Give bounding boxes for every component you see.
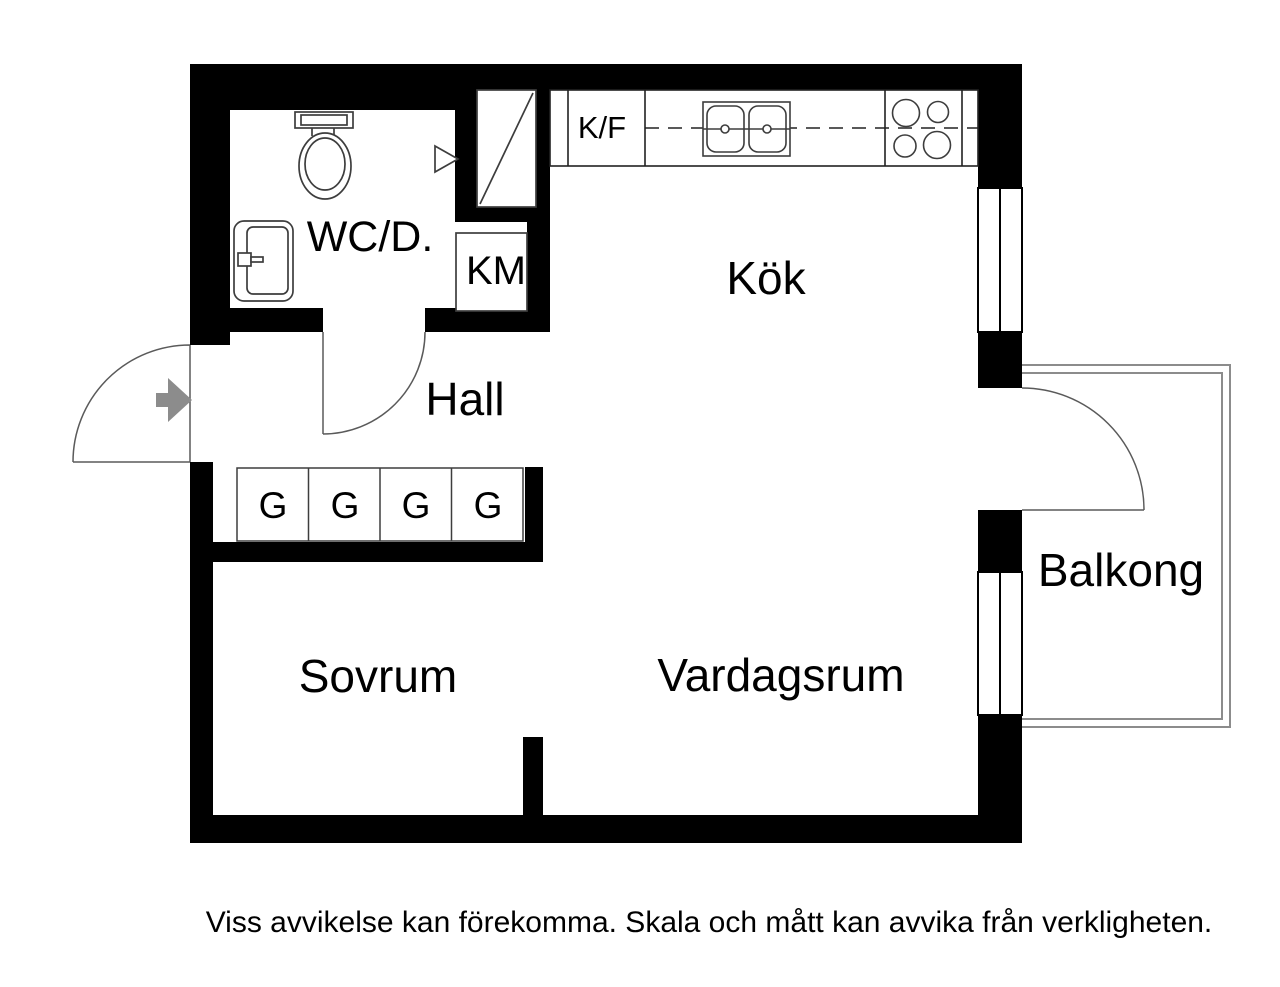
wardrobe-cabinets (236, 467, 524, 542)
kitchen-sink-icon (702, 101, 791, 157)
kitchen-counter (549, 89, 979, 167)
toilet-tank-inner (300, 114, 348, 126)
room-label-bathroom: WC/D. (307, 213, 434, 261)
room-label-bedroom: Sovrum (299, 650, 457, 702)
room-label-fridge-freezer: K/F (578, 110, 626, 145)
burner (891, 98, 921, 128)
balcony-door-arc (1021, 387, 1145, 511)
faucet (237, 252, 252, 267)
room-label-balcony: Balkong (1038, 544, 1204, 596)
windows (977, 187, 1023, 716)
doors (72, 331, 1145, 511)
sink-drain-left (720, 124, 730, 134)
burner (893, 134, 917, 158)
wardrobe-label: G (259, 485, 288, 526)
faucet-spout (250, 256, 264, 263)
burner (922, 130, 952, 160)
entry-door-arc (72, 344, 191, 463)
burner (926, 100, 950, 124)
balcony-outline (1022, 364, 1231, 728)
wardrobe-label: G (402, 485, 431, 526)
room-label-living-room: Vardagsrum (657, 649, 904, 701)
entry-arrow-icon (156, 378, 192, 422)
room-label-hall: Hall (425, 373, 504, 425)
shower-head-icon (434, 144, 460, 174)
room-label-kitchen: Kök (726, 252, 806, 304)
wc-door-arc (322, 331, 426, 435)
sink-drain-right (762, 124, 772, 134)
toilet-icon (294, 111, 354, 200)
bathroom-sink-icon (233, 220, 294, 302)
room-label-washing-machine: KM (466, 249, 526, 293)
wardrobe-label: G (474, 485, 503, 526)
wardrobe-label: G (331, 485, 360, 526)
washing-machine-box (455, 232, 528, 312)
toilet-bowl-inner (304, 137, 346, 191)
disclaimer-text: Viss avvikelse kan förekomma. Skala och … (206, 906, 1213, 939)
shower-cabin-icon (434, 89, 537, 208)
shower-cabin-diagonal (479, 92, 534, 205)
stove-icon (891, 98, 952, 160)
